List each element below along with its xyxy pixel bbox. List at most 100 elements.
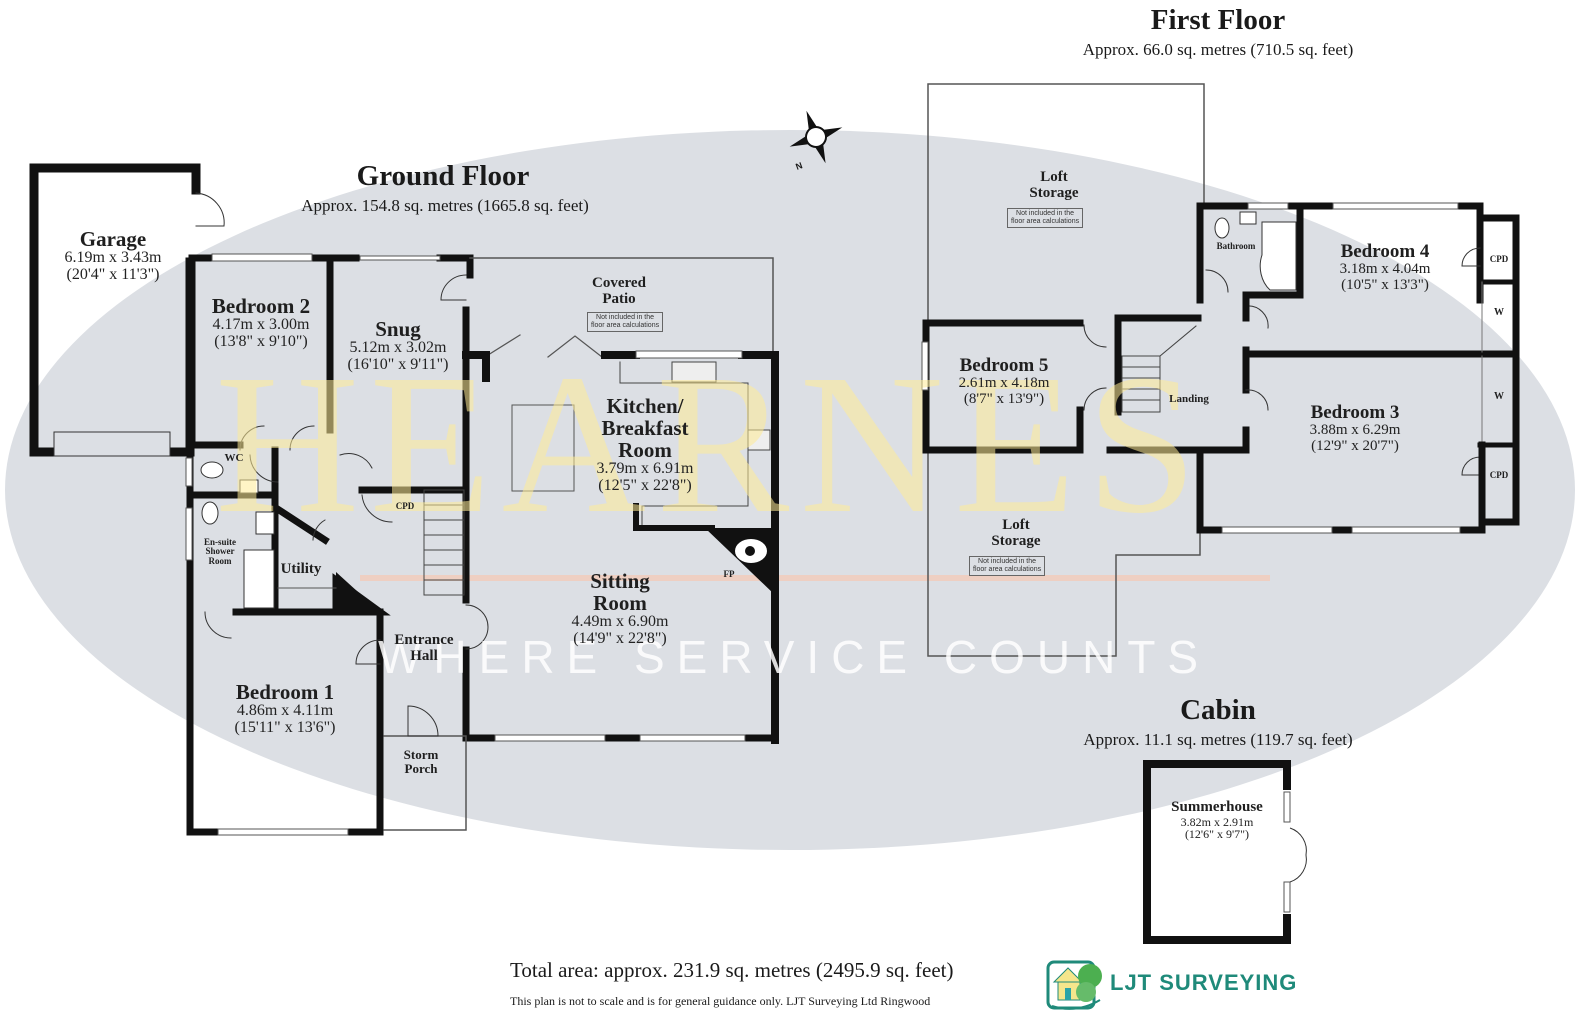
patio-bifold-doors: [487, 334, 603, 358]
watermark-brand: HEARNES: [215, 334, 1208, 555]
room-covered-patio: Covered Patio: [560, 275, 678, 308]
note-line2: floor area calculations: [1011, 218, 1080, 226]
kitchen-island: [511, 404, 575, 492]
room-metric: 3.88m x 6.29m: [1309, 421, 1401, 438]
wc-toilet: [200, 461, 224, 479]
room-metric: 5.12m x 3.02m: [349, 339, 447, 357]
kitchen-walls: [462, 351, 779, 744]
room-name-line1: Loft: [1040, 169, 1068, 185]
ground-floor-title: Ground Floor: [356, 160, 530, 192]
room-name-line3: Room: [208, 555, 232, 566]
room-name-line1: En-suite: [203, 537, 236, 547]
room-imperial: (16'10" x 9'11"): [347, 355, 449, 373]
wc-basin: [239, 479, 259, 494]
room-name-line2: Porch: [404, 760, 438, 776]
room-imperial: (15'11" x 13'6"): [234, 718, 336, 736]
snug-window: [359, 255, 441, 261]
bedroom3-window-2: [1351, 526, 1461, 534]
note-line1: Not included in the: [978, 558, 1037, 565]
room-bedroom-3: Bedroom 3 3.88m x 6.29m (12'9" x 20'7"): [1280, 403, 1430, 454]
kitchen-sink: [671, 361, 717, 383]
loft-top-note: Not included in the floor area calculati…: [1007, 208, 1084, 229]
room-metric: 4.49m x 6.90m: [571, 613, 669, 631]
room-name: Bedroom 2: [211, 294, 311, 318]
room-metric: 3.82m x 2.91m: [1180, 814, 1254, 829]
room-name-line2: Storage: [1029, 184, 1079, 201]
room-loft-storage-top: Loft Storage: [1004, 169, 1104, 202]
room-name: Bedroom 5: [959, 355, 1049, 376]
room-cpd-top: CPD: [1489, 254, 1509, 264]
room-imperial: (8'7" x 13'9"): [963, 390, 1045, 407]
cabin-plan: [1143, 760, 1307, 944]
ensuite-basin: [255, 511, 275, 535]
room-name-line2: Hall: [410, 647, 438, 664]
ensuite-shower: [243, 549, 275, 609]
summerhouse-walls: [1143, 760, 1291, 944]
room-name: Bedroom 1: [235, 680, 335, 704]
sitting-window-2: [639, 734, 746, 742]
bathroom-toilet: [1214, 217, 1230, 239]
bathroom-window: [1247, 202, 1289, 210]
note-line2: floor area calculations: [973, 566, 1042, 574]
room-imperial: (12'9" x 20'7"): [1311, 437, 1399, 454]
cabin-area: Approx. 11.1 sq. metres (119.7 sq. feet): [1083, 730, 1353, 749]
ensuite-window: [185, 507, 193, 561]
room-storm-porch: Storm Porch: [386, 748, 456, 775]
note-line1: Not included in the: [1016, 210, 1075, 217]
bedroom3-window-1: [1221, 526, 1333, 534]
room-name-line1: Storm: [403, 747, 439, 762]
room-metric: 3.18m x 4.04m: [1339, 260, 1431, 277]
room-name-line1: Kitchen/: [606, 394, 684, 418]
watermark-tagline: WHERE SERVICE COUNTS: [378, 631, 1211, 683]
room-name-line1: Entrance: [394, 632, 454, 648]
room-imperial: (12'6" x 9'7"): [1184, 827, 1250, 842]
room-wardrobe-bottom: W: [1494, 391, 1504, 402]
room-name-line2: Room: [593, 591, 647, 616]
wardrobe-dividers: [1477, 279, 1519, 448]
room-name: Garage: [79, 227, 147, 251]
room-cpd: CPD: [395, 501, 415, 511]
room-name: Bedroom 4: [1340, 241, 1430, 262]
cpd-top-door: [1461, 247, 1481, 267]
loft-outline: [927, 83, 1205, 657]
cpd-bottom-door: [1461, 456, 1481, 476]
covered-patio-note: Not included in the floor area calculati…: [587, 312, 664, 333]
room-name: Bedroom 3: [1310, 402, 1400, 423]
first-floor-plan: [921, 83, 1520, 657]
room-name-line2: Breakfast: [601, 416, 689, 441]
room-entrance-hall: Entrance Hall: [382, 632, 466, 665]
snug-door-swing: [440, 274, 467, 301]
bedroom5-window: [921, 341, 929, 391]
room-imperial: (12'5" x 22'8"): [598, 476, 692, 494]
summerhouse-window-1: [1283, 791, 1291, 823]
room-bedroom-4: Bedroom 4 3.18m x 4.04m (10'5" x 13'3"): [1310, 242, 1460, 293]
room-metric: 4.17m x 3.00m: [212, 316, 310, 334]
storm-porch-door: [407, 705, 439, 737]
landing-door-swings: [1205, 269, 1269, 411]
bedroom1-door-swing: [204, 611, 232, 639]
watermark-ellipse: [5, 130, 1575, 850]
wc-window: [185, 457, 193, 487]
bedroom3-walls: [1196, 441, 1486, 534]
entrance-door-swing: [355, 639, 381, 665]
room-imperial: (10'5" x 13'3"): [1341, 276, 1429, 293]
sitting-double-door: [465, 604, 489, 650]
first-floor-area: Approx. 66.0 sq. metres (710.5 sq. feet): [1082, 40, 1354, 59]
ground-stairs: [423, 489, 465, 596]
room-ensuite: En-suite Shower Room: [196, 537, 244, 566]
room-kitchen-breakfast: Kitchen/ Breakfast Room 3.79m x 6.91m (1…: [565, 395, 725, 495]
total-area: Total area: approx. 231.9 sq. metres (24…: [510, 958, 954, 982]
brand-name: LJT SURVEYING: [1110, 970, 1298, 995]
room-utility: Utility: [280, 561, 322, 577]
summerhouse-french-doors: [1289, 827, 1307, 883]
house-tree-logo-icon: [1046, 960, 1102, 1010]
bedroom2-window: [211, 253, 313, 262]
garage-side-door-swing: [195, 192, 225, 227]
room-imperial: (13'8" x 9'10"): [214, 332, 308, 350]
bedroom1-window: [217, 828, 349, 836]
room-imperial: (20'4" x 11'3"): [66, 265, 160, 283]
summerhouse-window-2: [1283, 881, 1291, 913]
kitchen-hob: [747, 429, 771, 451]
room-name-line2: Shower: [205, 546, 235, 557]
room-name-line1: Sitting: [590, 569, 650, 593]
